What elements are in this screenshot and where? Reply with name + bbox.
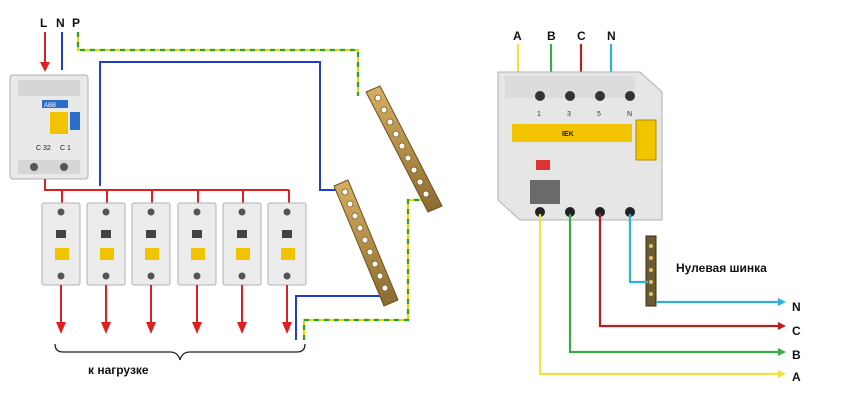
load-label: к нагрузке (88, 363, 149, 377)
load-phase-arrows (56, 285, 292, 334)
top-label-n: N (607, 29, 616, 43)
brand-plate (42, 100, 68, 108)
rcd-brand: IEK (562, 131, 574, 138)
breaker (222, 202, 262, 286)
output-label-n: N (792, 300, 801, 314)
supply-label-n: N (56, 16, 65, 30)
supply-label-l: L (40, 16, 47, 30)
output-label-b: B (792, 348, 801, 362)
output-wire-c (598, 214, 780, 328)
difavtomat-rating-left: C 32 (36, 145, 51, 152)
neutral-bus-label: Нулевая шинка (676, 261, 767, 275)
breaker (177, 202, 217, 286)
neutral-bus-small (645, 235, 657, 307)
output-label-c: C (792, 324, 801, 338)
right-diagram: A B C N 1 3 5 N IEK (497, 29, 801, 384)
breaker (267, 202, 307, 286)
terminal-number-5: 5 (597, 111, 601, 118)
rcd-incoming-wires (516, 44, 613, 74)
supply-label-p: P (72, 16, 80, 30)
terminal-number-3: 3 (567, 111, 571, 118)
difavtomat-toggle (50, 112, 68, 134)
difavtomat: ABB C 32 C 1 (9, 74, 89, 180)
incoming-phase-arrow (40, 62, 50, 72)
left-diagram: L N P ABB C 32 C 1 (9, 16, 443, 377)
rcd-neutral-to-bus (628, 214, 648, 284)
breaker-row (41, 202, 307, 286)
output-wire-a (538, 214, 780, 376)
terminal-number-1: 1 (537, 111, 541, 118)
top-label-a: A (513, 29, 522, 43)
neutral-wire-to-bus (99, 61, 338, 191)
load-neutral-wire (295, 295, 386, 340)
top-label-c: C (577, 29, 586, 43)
breaker (131, 202, 171, 286)
output-wire-b (568, 214, 780, 354)
earth-bus (365, 85, 443, 213)
difavtomat-test-button (70, 112, 80, 130)
load-earth-wire (302, 198, 430, 340)
rcd-test-window (530, 180, 560, 204)
breaker (41, 202, 81, 286)
neutral-bus (333, 179, 399, 307)
rcd-device: 1 3 5 N IEK (497, 71, 663, 221)
top-label-b: B (547, 29, 556, 43)
load-brace (54, 343, 306, 361)
breaker (86, 202, 126, 286)
terminal-number-n: N (627, 111, 632, 118)
difavtomat-rating-right: C 1 (60, 145, 71, 152)
earth-wire-top (76, 32, 360, 96)
rcd-toggle (635, 119, 657, 161)
phase-busbar (44, 179, 289, 191)
output-label-a: A (792, 370, 801, 384)
difavtomat-brand: ABB (44, 103, 56, 109)
rcd-label-strip (512, 124, 632, 142)
